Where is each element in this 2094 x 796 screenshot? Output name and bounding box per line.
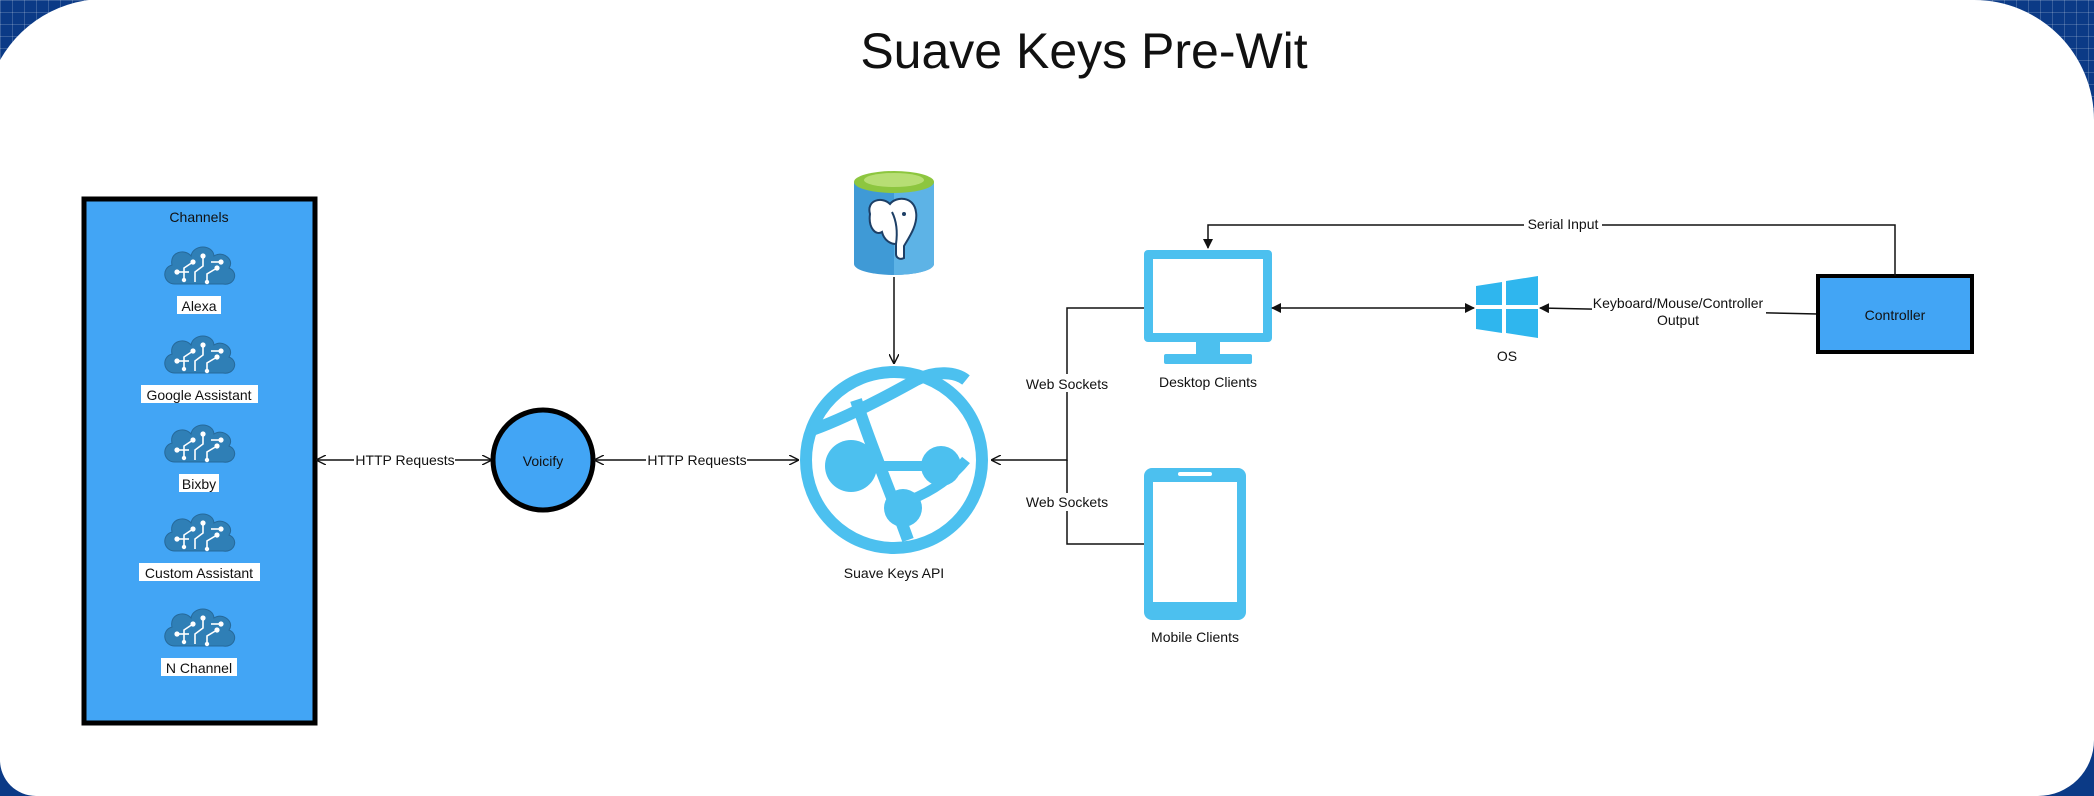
suave-keys-api-icon[interactable] [800,366,988,554]
channel-custom-assistant[interactable]: Custom Assistant [139,513,260,581]
diagram-title: Suave Keys Pre-Wit [860,23,1307,79]
edge-label-http-1: HTTP Requests [355,452,454,468]
edge-mobile-api [1066,460,1144,545]
channel-bixby[interactable]: Bixby [163,424,236,492]
edge-label-bg [1022,493,1112,511]
voicify-node[interactable]: Voicify [490,407,596,513]
channel-label-bg [179,474,219,492]
diagram-background-bottom-left [0,760,36,796]
edge-label-http-2: HTTP Requests [647,452,746,468]
channel-n-channel[interactable]: N Channel [161,608,237,676]
os-label: OS [1497,348,1517,364]
channel-label: Bixby [182,476,216,492]
channel-label: Alexa [181,298,216,314]
controller-label: Controller [1865,307,1926,323]
edge-label-websockets-2: Web Sockets [1026,494,1108,510]
channels-header: Channels [169,209,228,225]
channel-label-bg [161,658,237,676]
windows-os-icon[interactable] [1476,276,1538,338]
mobile-label: Mobile Clients [1151,629,1239,645]
edge-label-bg [1592,294,1766,328]
edge-label-bg [354,451,455,469]
mobile-phone-icon[interactable] [1144,468,1246,620]
edge-label-keyboard-line2: Output [1657,312,1699,328]
channel-label-bg [141,385,258,403]
voicify-label: Voicify [523,453,563,469]
edge-label-bg [1022,374,1112,392]
channel-alexa[interactable]: Alexa [163,246,236,314]
channel-label-bg [177,296,221,314]
desktop-label: Desktop Clients [1159,374,1257,390]
edge-label-keyboard-line1: Keyboard/Mouse/Controller [1593,295,1764,311]
controller-node[interactable]: Controller [1816,274,1974,354]
diagram-background-bottom-right [2038,740,2094,796]
postgresql-database-icon[interactable] [854,171,934,275]
edge-label-serial: Serial Input [1528,216,1599,232]
channel-google-assistant[interactable]: Google Assistant [141,335,258,403]
channel-label: Custom Assistant [145,565,253,581]
edge-label-websockets-1: Web Sockets [1026,376,1108,392]
edge-label-bg [1524,216,1602,234]
channel-label-bg [139,563,260,581]
edge-label-bg [646,451,747,469]
api-label: Suave Keys API [844,565,944,581]
channel-label: Google Assistant [146,387,251,403]
desktop-monitor-icon[interactable] [1144,250,1272,364]
channel-label: N Channel [166,660,232,676]
